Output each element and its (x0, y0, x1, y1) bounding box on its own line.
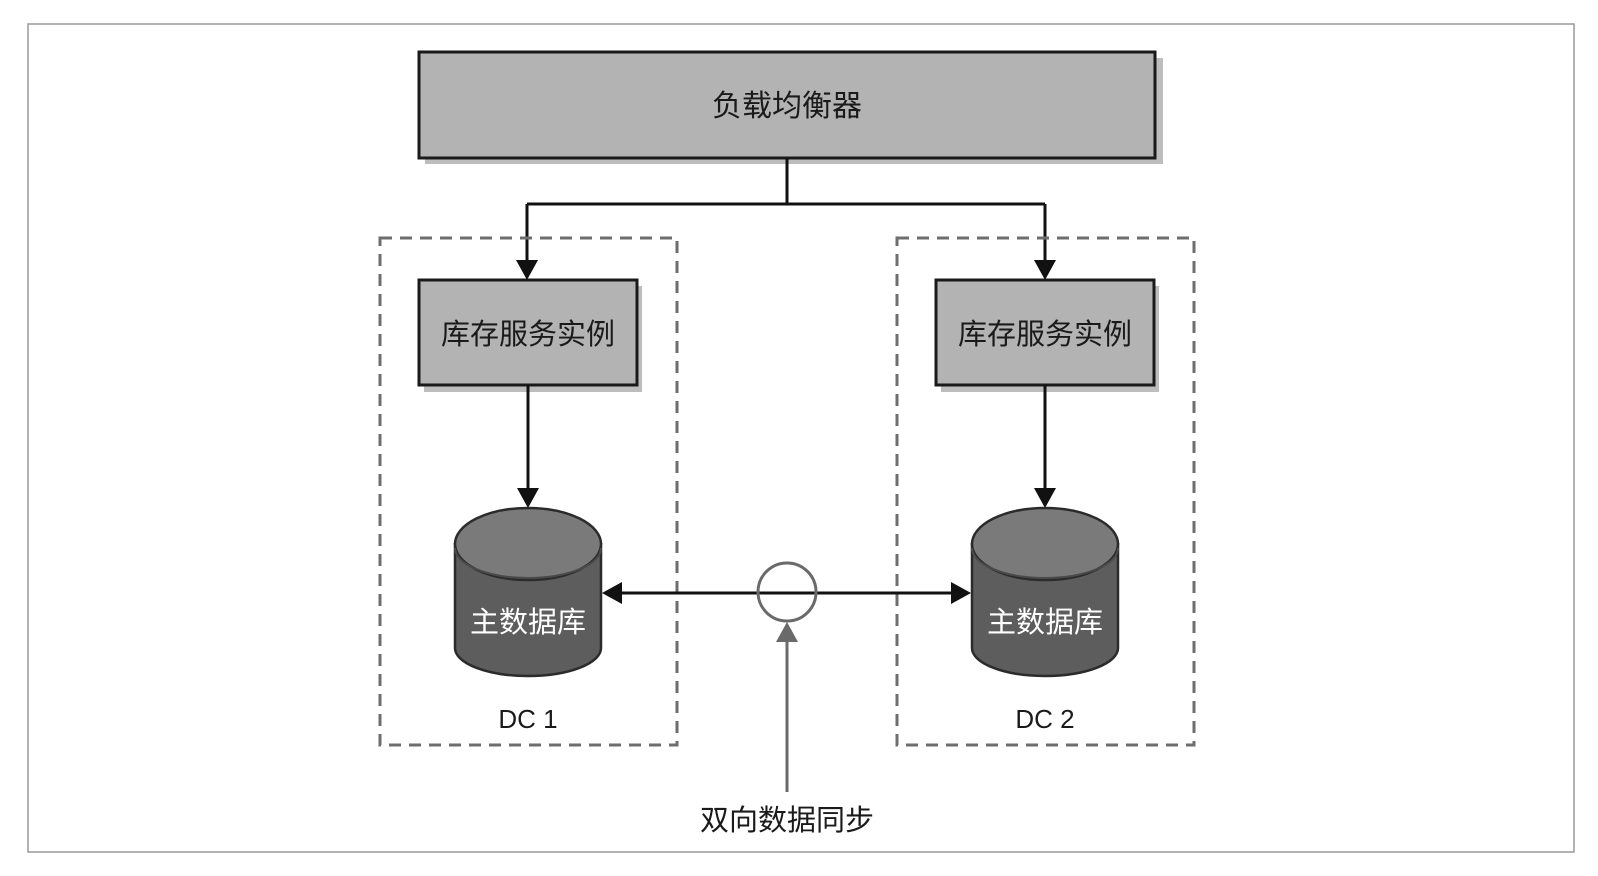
dc2-service-label: 库存服务实例 (958, 317, 1132, 351)
dc1-service-instance: 库存服务实例 (417, 278, 642, 392)
sync-label: 双向数据同步 (700, 803, 874, 837)
sync-arrow-left (602, 582, 622, 604)
dc2-label: DC 2 (1015, 704, 1074, 734)
dc2-database: 主数据库 (970, 506, 1120, 678)
dc2-boundary (895, 236, 1196, 747)
dc1-boundary (378, 236, 679, 747)
dc1-database: 主数据库 (453, 506, 603, 678)
dc1-service-label: 库存服务实例 (441, 317, 615, 351)
arrow-to-dc1-service (516, 260, 538, 280)
dc2-database-label: 主数据库 (987, 605, 1103, 639)
load-balancer-connectors (516, 158, 1056, 280)
sync-pointer-arrow (776, 622, 798, 642)
arrow-to-dc2-database (1034, 488, 1056, 508)
datacenter-dc2: 库存服务实例 主数据库 DC 2 (895, 236, 1196, 747)
sync-arrow-right (951, 582, 971, 604)
arrow-to-dc1-database (517, 488, 539, 508)
load-balancer: 负载均衡器 (417, 50, 1163, 164)
arrow-to-dc2-service (1034, 260, 1056, 280)
dc1-database-label: 主数据库 (470, 605, 586, 639)
datacenter-dc1: 库存服务实例 主数据库 DC 1 (378, 236, 679, 747)
dc2-service-instance: 库存服务实例 (934, 278, 1159, 392)
bidirectional-sync: 双向数据同步 (602, 561, 971, 837)
load-balancer-label: 负载均衡器 (712, 89, 862, 124)
sync-marker-circle (756, 561, 818, 623)
dc1-label: DC 1 (498, 704, 557, 734)
